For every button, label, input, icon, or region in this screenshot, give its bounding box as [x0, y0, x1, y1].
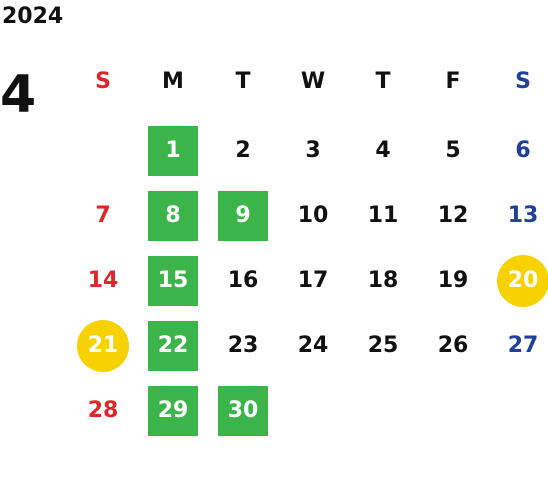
day-number: 28: [87, 398, 119, 423]
day-number: 2: [235, 138, 251, 163]
day-cell: 4: [348, 118, 418, 183]
day-number: 4: [375, 138, 391, 163]
day-number: 29: [148, 385, 198, 436]
day-cell: 6: [488, 118, 548, 183]
day-cell: 5: [418, 118, 488, 183]
day-number: 6: [515, 138, 531, 163]
day-number: 3: [305, 138, 321, 163]
day-number: 25: [367, 333, 399, 358]
day-number: 5: [445, 138, 461, 163]
day-cell: 28: [68, 378, 138, 443]
day-number: 12: [437, 203, 469, 228]
day-cell: 11: [348, 183, 418, 248]
day-number: 13: [507, 203, 539, 228]
day-cell: 25: [348, 313, 418, 378]
day-cell: 18: [348, 248, 418, 313]
month-number: 4: [0, 65, 37, 125]
day-number: 11: [367, 203, 399, 228]
day-number: 8: [148, 190, 198, 241]
day-cell: 27: [488, 313, 548, 378]
weekday-thursday: T: [375, 69, 391, 94]
day-cell: 3: [278, 118, 348, 183]
day-cell: 7: [68, 183, 138, 248]
day-number: 23: [227, 333, 259, 358]
day-number: 16: [227, 268, 259, 293]
day-cell: 14: [68, 248, 138, 313]
day-number: 27: [507, 333, 539, 358]
day-number: 21: [77, 319, 129, 372]
day-number: 17: [297, 268, 329, 293]
day-cell: 29: [138, 378, 208, 443]
weekday-monday: M: [162, 69, 184, 94]
day-number: 9: [218, 190, 268, 241]
day-number: 24: [297, 333, 329, 358]
day-cell: 13: [488, 183, 548, 248]
day-cell: 12: [418, 183, 488, 248]
day-cell: 2: [208, 118, 278, 183]
day-number: 22: [148, 320, 198, 371]
day-cell: 17: [278, 248, 348, 313]
weekday-friday: F: [445, 69, 461, 94]
day-number: 14: [87, 268, 119, 293]
day-cell: 26: [418, 313, 488, 378]
day-number: 7: [95, 203, 111, 228]
day-number: 15: [148, 255, 198, 306]
weekday-wednesday: W: [300, 69, 326, 94]
day-number: 10: [297, 203, 329, 228]
day-cell: 22: [138, 313, 208, 378]
day-number: 1: [148, 125, 198, 176]
day-number: 19: [437, 268, 469, 293]
day-cell: 23: [208, 313, 278, 378]
weekday-header: S M T W T F S: [68, 60, 548, 104]
day-cell: 30: [208, 378, 278, 443]
day-cell: 24: [278, 313, 348, 378]
day-cell: 10: [278, 183, 348, 248]
day-cell: 1: [138, 118, 208, 183]
weekday-saturday: S: [515, 69, 531, 94]
day-number: 26: [437, 333, 469, 358]
day-cell: 19: [418, 248, 488, 313]
day-cell: 15: [138, 248, 208, 313]
weekday-tuesday: T: [235, 69, 251, 94]
day-number: 18: [367, 268, 399, 293]
day-number: 20: [497, 254, 548, 307]
weekday-sunday: S: [95, 69, 111, 94]
day-cell: 8: [138, 183, 208, 248]
year-label: 2024: [2, 4, 64, 29]
day-cell: 16: [208, 248, 278, 313]
day-cell: 21: [68, 313, 138, 378]
day-number: 30: [218, 385, 268, 436]
day-cell: 20: [488, 248, 548, 313]
day-cell: 9: [208, 183, 278, 248]
